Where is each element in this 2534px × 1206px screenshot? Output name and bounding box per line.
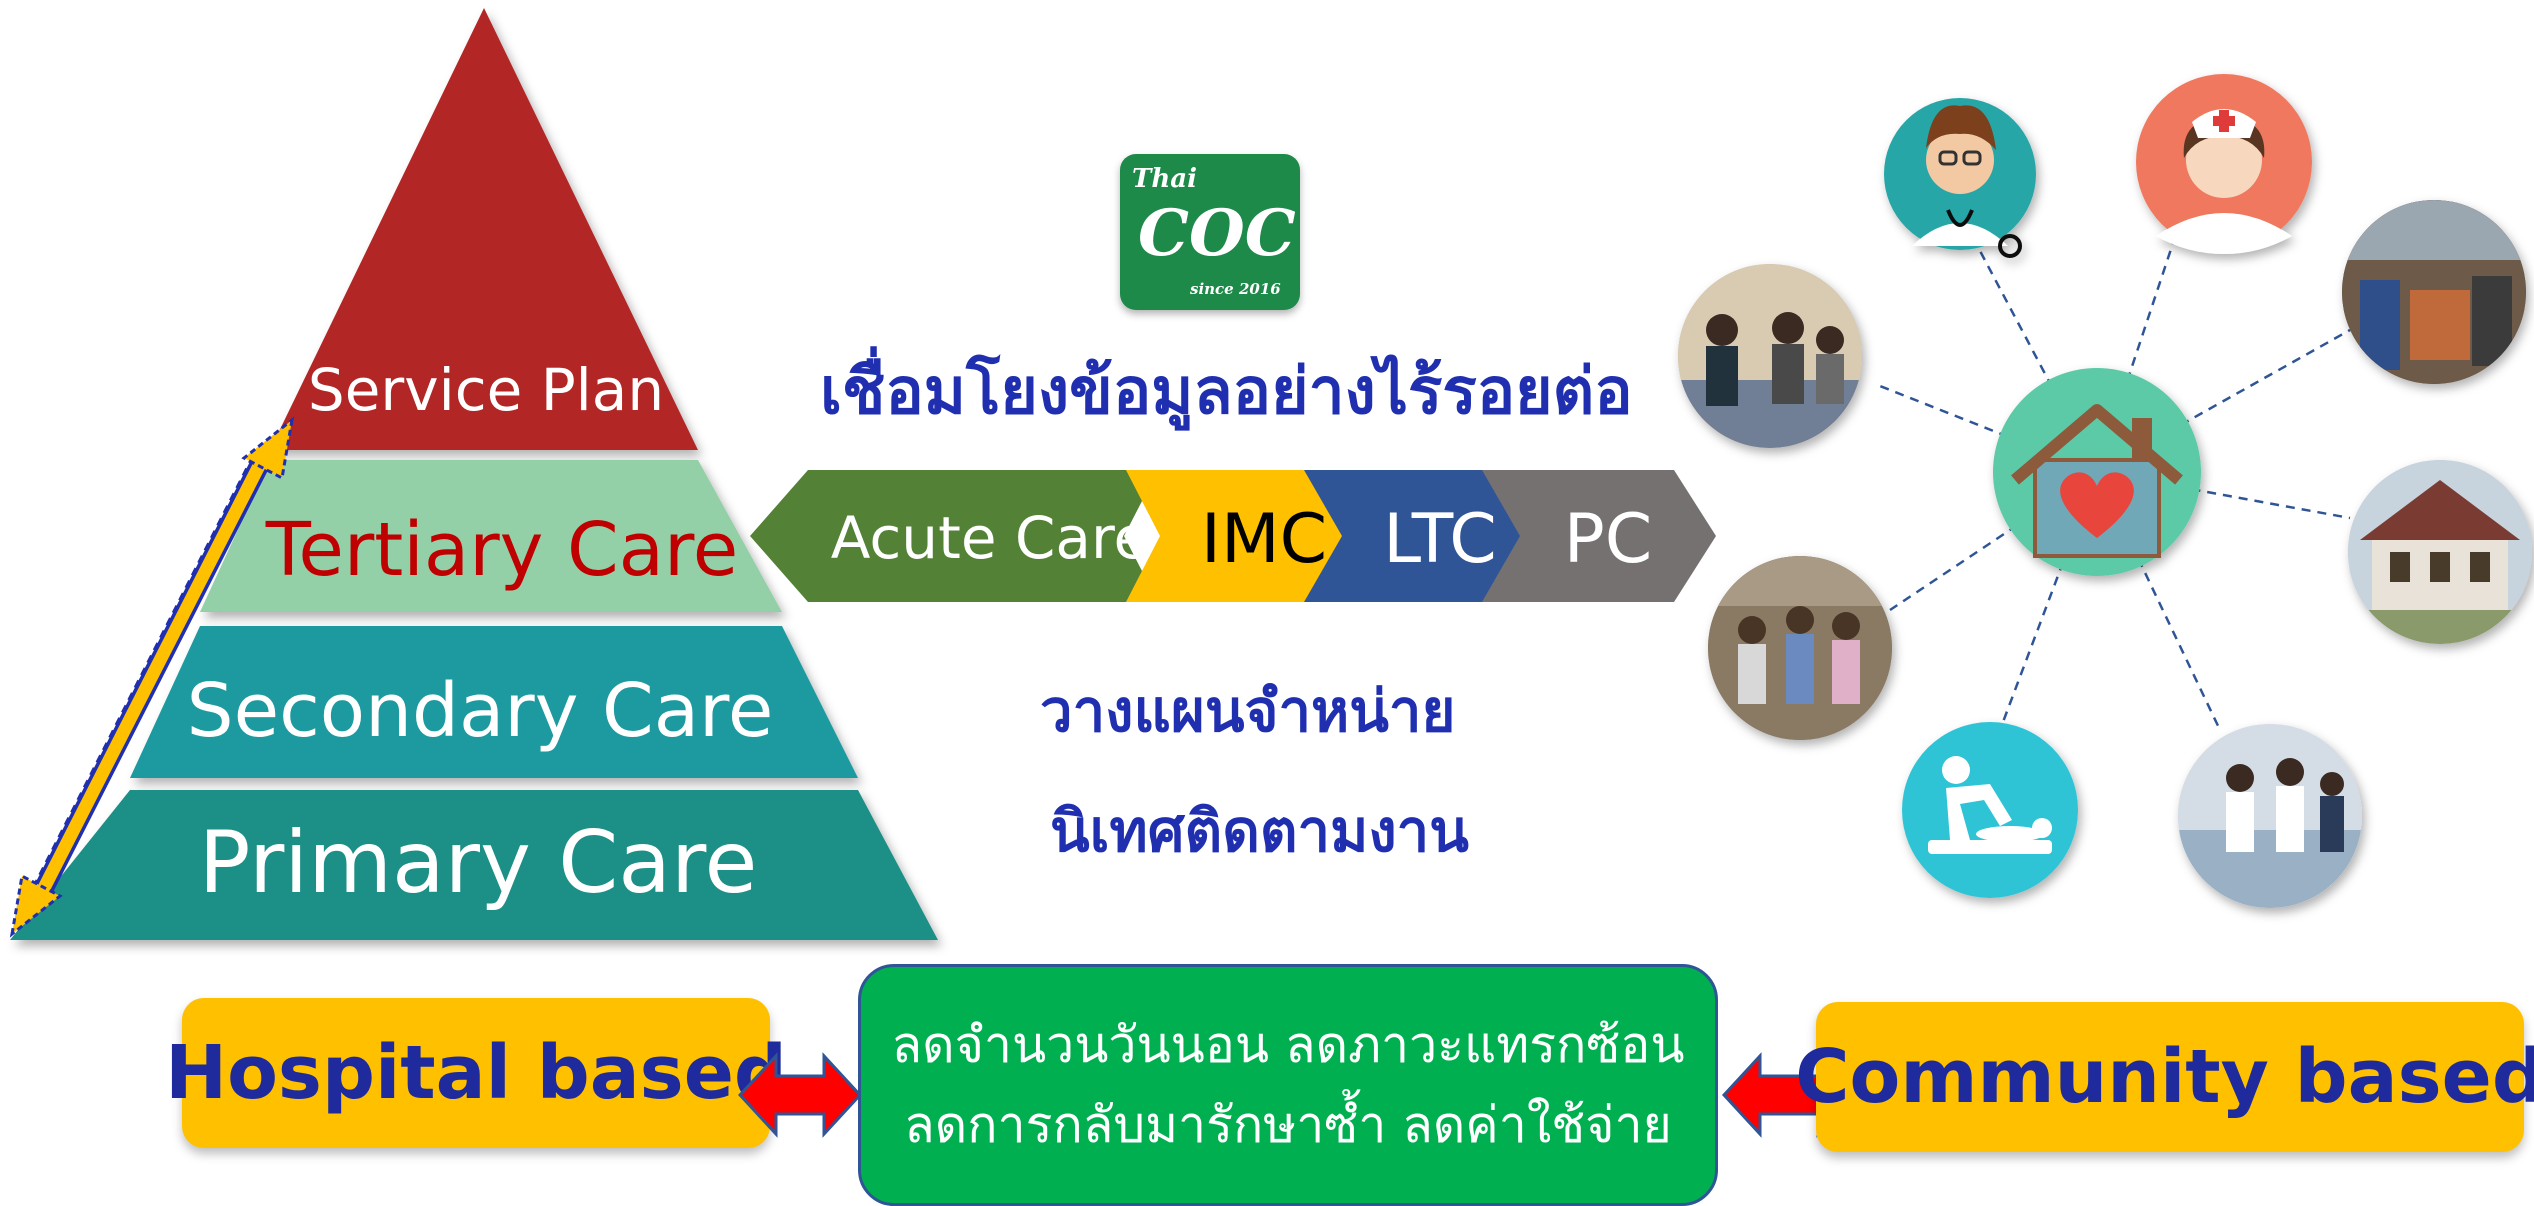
pyramid-apex: [270, 8, 698, 450]
pyramid-level-primary: [10, 790, 938, 940]
chain-pc-label: PC: [1564, 500, 1653, 579]
scope-double-arrow: [9, 416, 295, 938]
chain-pc: [1482, 470, 1716, 602]
hospital-based-box: Hospital based: [165, 998, 787, 1148]
outcomes-box: ลดจำนวนวันนอน ลดภาวะแทรกซ้อน ลดการกลับมา…: [858, 964, 1718, 1206]
pyramid-tertiary-label: Tertiary Care: [265, 507, 739, 593]
left-double-arrow: [738, 1052, 862, 1138]
seamless-data-headline: เชื่อมโยงข้อมูลอย่างไร้รอยต่อ: [820, 355, 1633, 429]
physiotherapy-icon: [1902, 722, 2078, 898]
care-chain: Acute Care IMC LTC PC: [750, 470, 1716, 602]
nurse-icon: [2136, 74, 2312, 254]
community-network: [1678, 74, 2532, 908]
thai-coc-logo: Thai COC since 2016: [1120, 154, 1300, 310]
home-visit-photo-icon: [1678, 264, 1862, 448]
house-photo-icon: [2348, 460, 2532, 644]
chain-imc-label: IMC: [1201, 500, 1327, 579]
pyramid-level-secondary: [130, 626, 858, 778]
chain-imc: [1126, 470, 1362, 602]
outcomes-line-2: ลดการกลับมารักษาซ้ำ ลดค่าใช้จ่าย: [904, 1096, 1672, 1154]
doctor-icon: [1884, 98, 2036, 258]
ward-photo-icon: [2178, 724, 2362, 908]
pyramid-level-tertiary: [200, 460, 782, 612]
community-photo-icon: [2342, 200, 2526, 384]
outcomes-line-1: ลดจำนวนวันนอน ลดภาวะแทรกซ้อน: [891, 1016, 1685, 1074]
chain-acute-care-label: Acute Care: [831, 504, 1149, 572]
chain-ltc-label: LTC: [1383, 500, 1497, 579]
supervision-followup-text: นิเทศติดตามงาน: [1050, 797, 1469, 865]
hospital-based-label: Hospital based: [165, 1030, 787, 1116]
discharge-planning-text: วางแผนจำหน่าย: [1040, 677, 1456, 745]
logo-top-text: Thai: [1132, 164, 1197, 194]
community-based-box: Community based: [1795, 1002, 2534, 1152]
logo-main-text: COC: [1138, 196, 1296, 271]
elderly-group-photo-icon: [1708, 556, 1892, 740]
chain-ltc: [1304, 470, 1540, 602]
community-based-label: Community based: [1795, 1034, 2534, 1120]
pyramid-secondary-label: Secondary Care: [187, 668, 774, 754]
logo-since-text: since 2016: [1190, 280, 1281, 298]
care-pyramid: Service Plan Tertiary Care Secondary Car…: [9, 8, 938, 940]
home-heart-icon: [1993, 368, 2201, 576]
pyramid-apex-label: Service Plan: [308, 356, 664, 424]
pyramid-primary-label: Primary Care: [199, 813, 758, 913]
chain-acute-care: [750, 470, 1158, 602]
